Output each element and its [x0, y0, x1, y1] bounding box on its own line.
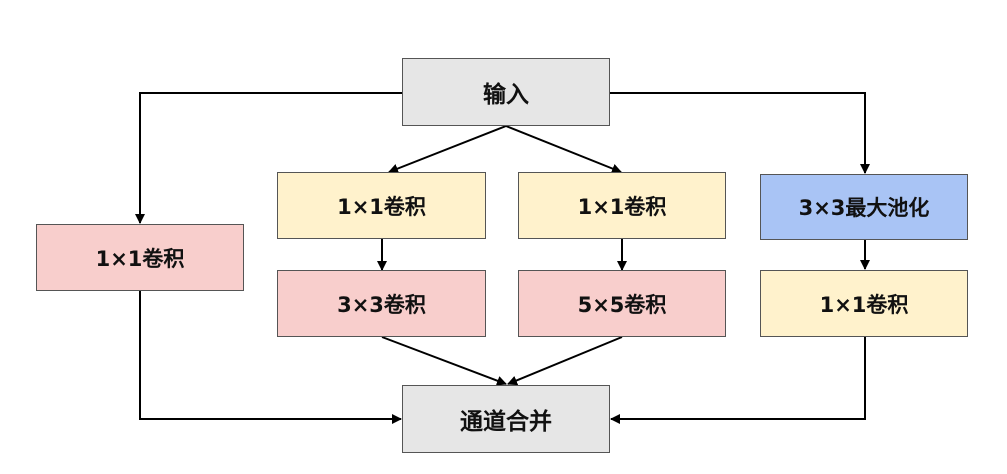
mid-conv1x1-b-node: 1×1卷积 [518, 172, 726, 239]
edge-input-to-maxpool [610, 92, 870, 174]
right-conv1x1-node: 1×1卷积 [760, 270, 968, 337]
concat-node: 通道合并 [402, 385, 610, 453]
mid-conv5x5-node: 5×5卷积 [518, 270, 726, 337]
edge-input-to-left-conv1x1 [135, 92, 402, 224]
edge-left-conv1x1-to-concat [139, 291, 402, 424]
mid-conv1x1-a-node: 1×1卷积 [277, 172, 486, 239]
edge-right-conv1x1-to-concat [610, 337, 866, 424]
edge-input-to-mid-conv1x1-b [505, 125, 622, 174]
left-conv1x1-node: 1×1卷积 [36, 224, 244, 291]
input-node: 输入 [402, 58, 610, 126]
edge-conv5x5-to-concat [507, 336, 623, 386]
edge-input-to-mid-conv1x1-a [388, 125, 507, 174]
mid-conv3x3-node: 3×3卷积 [277, 270, 486, 337]
edge-conv3x3-to-concat [381, 336, 507, 386]
maxpool3x3-node: 3×3最大池化 [760, 174, 968, 240]
